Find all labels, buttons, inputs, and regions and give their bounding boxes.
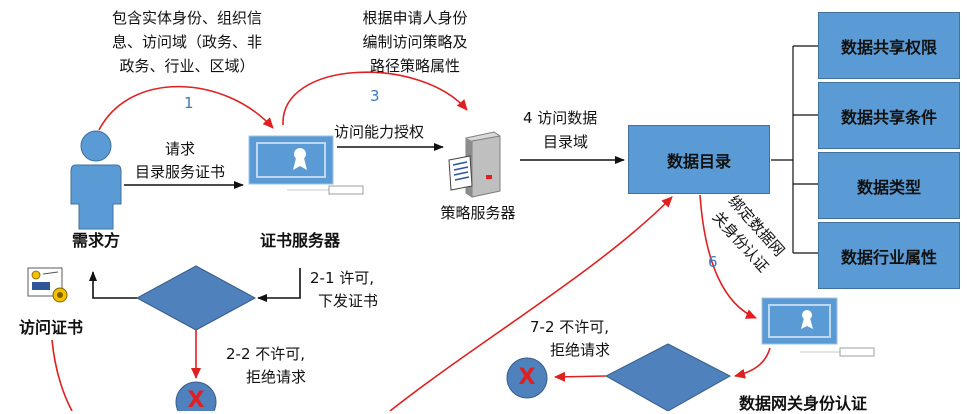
arrow-gateway-to-diamond — [734, 347, 771, 379]
step-1-number: 1 — [184, 94, 194, 112]
policy-info-line-1: 根据申请人身份 — [362, 9, 468, 27]
step-6-number: 6 — [708, 253, 718, 271]
line-access-cert-down — [51, 339, 73, 411]
gateway-certificate-icon — [761, 297, 875, 357]
arrow-permit-issue — [257, 268, 301, 302]
identity-info-line-2: 息、访问域（政务、非 — [111, 33, 262, 51]
authorize-label: 访问能力授权 — [334, 123, 425, 141]
identity-info-line-1: 包含实体身份、组织信 — [111, 9, 262, 27]
policy-server-label: 策略服务器 — [440, 204, 516, 222]
attribute-box-data-type: 数据类型 — [818, 152, 960, 219]
step-3-number: 3 — [370, 87, 380, 105]
attribute-box-industry-attribute: 数据行业属性 — [818, 222, 960, 289]
step4-line-1: 4 访问数据 — [523, 109, 598, 127]
arrow-diamond-to-requester — [89, 271, 137, 299]
requester-label: 需求方 — [71, 231, 120, 250]
deny-mark-1: X — [187, 388, 205, 413]
deny-circle-2 — [506, 357, 548, 399]
identity-info-line-3: 政务、行业、区域） — [119, 57, 255, 75]
arrow-step3 — [282, 71, 468, 126]
access-certificate-icon — [27, 267, 68, 303]
policy-info-line-2: 编制访问策略及 — [362, 33, 468, 51]
data-catalog-box: 数据目录 — [628, 125, 770, 194]
request-line-2: 目录服务证书 — [134, 163, 225, 181]
requester-person-icon — [70, 130, 122, 230]
attribute-connectors — [771, 45, 818, 254]
deny7-line-2: 拒绝请求 — [550, 341, 611, 359]
deny2-line-1: 2-2 不许可, — [226, 345, 306, 363]
attribute-box-sharing-permission: 数据共享权限 — [818, 12, 960, 79]
decision-diamond-2 — [604, 343, 732, 411]
deny-circle-1 — [175, 381, 217, 411]
deny2-line-2: 拒绝请求 — [246, 368, 307, 386]
arrow-step6 — [699, 194, 757, 319]
certificate-server-icon — [248, 135, 364, 195]
request-line-1: 请求 — [164, 140, 195, 158]
arrow-cert-to-catalog — [389, 196, 673, 411]
cert-server-label: 证书服务器 — [259, 231, 340, 250]
deny7-line-1: 7-2 不许可, — [530, 318, 610, 336]
permit-issue-line-1: 2-1 许可, — [310, 269, 375, 287]
step4-line-2: 目录域 — [543, 133, 589, 151]
arrow-step1 — [98, 85, 274, 131]
deny-mark-2: X — [518, 365, 536, 390]
permit-issue-line-2: 下发证书 — [318, 292, 379, 310]
decision-diamond-1 — [135, 265, 257, 331]
gateway-auth-label: 数据网关身份认证 — [739, 394, 868, 413]
arrow-deny-7 — [554, 371, 607, 382]
policy-server-icon — [448, 131, 501, 198]
access-cert-label: 访问证书 — [18, 318, 83, 337]
attribute-box-sharing-condition: 数据共享条件 — [818, 82, 960, 149]
policy-info-line-3: 路径策略属性 — [369, 57, 460, 75]
